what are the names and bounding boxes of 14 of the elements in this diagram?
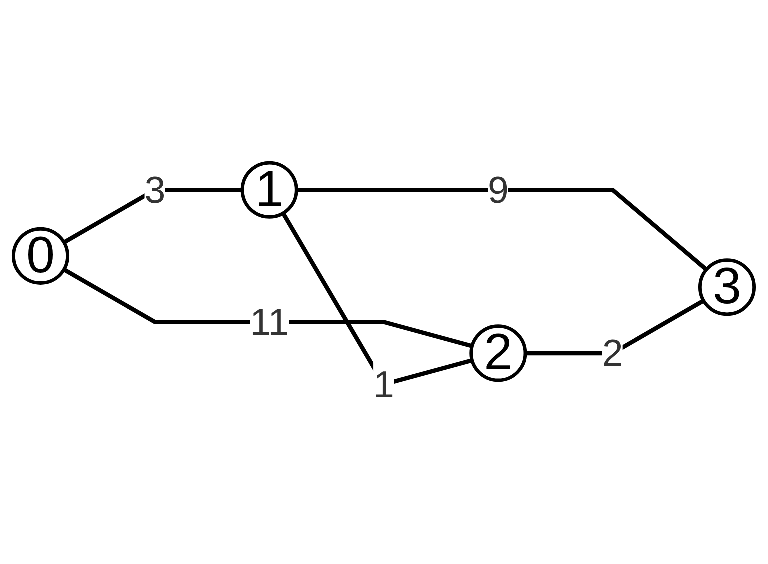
connector [525,298,705,356]
node-circle: 2 [470,324,528,382]
node-circle: 1 [240,161,298,219]
edge-label: 2 [602,332,624,375]
node-circle: 3 [698,258,756,316]
edge-label: 11 [250,300,290,344]
edge-label: 3 [144,168,166,212]
connector [281,212,473,387]
connector [63,268,473,348]
edge-label: 9 [488,168,509,212]
connector [296,188,708,272]
connector [63,188,243,244]
node-circle: 0 [12,227,70,285]
edge-label: 1 [374,363,394,406]
